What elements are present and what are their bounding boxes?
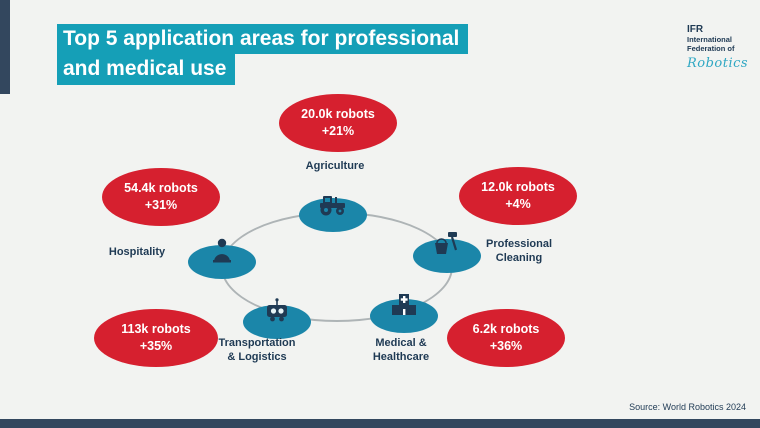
cleaning-icon xyxy=(433,232,461,263)
stat-bubble-hospitality: 54.4k robots +31% xyxy=(102,168,220,226)
source-note: Source: World Robotics 2024 xyxy=(629,402,746,412)
ifr-logo: IFR International Federation of Robotics xyxy=(687,24,757,71)
left-accent-bar xyxy=(0,0,10,94)
page-title: Top 5 application areas for professional… xyxy=(57,24,469,85)
stat-growth: +21% xyxy=(321,124,355,138)
stat-bubble-medical-healthcare: 6.2k robots +36% xyxy=(447,309,565,367)
stat-robots: 113k robots xyxy=(121,321,191,336)
label-line: Cleaning xyxy=(495,251,543,264)
hospital-icon xyxy=(391,292,417,323)
stat-bubble-agriculture: 20.0k robots +21% xyxy=(279,94,397,152)
label-transportation-logistics: Transportation & Logistics xyxy=(204,337,310,365)
title-line-2: and medical use xyxy=(57,54,236,85)
ifr-logo-name-1: International xyxy=(687,35,733,44)
label-agriculture: Agriculture xyxy=(283,160,387,174)
stat-robots: 20.0k robots xyxy=(301,106,375,121)
stat-robots: 54.4k robots xyxy=(124,180,198,195)
label-line: Transportation xyxy=(218,337,296,349)
title-line-1: Top 5 application areas for professional xyxy=(57,24,469,55)
stat-growth: +35% xyxy=(139,339,173,353)
stat-robots: 6.2k robots xyxy=(472,321,540,336)
node-hospitality xyxy=(188,238,256,279)
stat-growth: +36% xyxy=(489,339,523,353)
stat-robots: 12.0k robots xyxy=(481,179,555,194)
stat-growth: +4% xyxy=(505,197,531,211)
label-line: Healthcare xyxy=(372,350,430,363)
label-line: Hospitality xyxy=(108,246,166,258)
ifr-logo-name-2: Federation of xyxy=(687,44,735,54)
tractor-icon xyxy=(316,193,350,222)
label-line: & Logistics xyxy=(227,350,287,363)
ifr-logo-script: Robotics xyxy=(687,55,749,71)
node-professional-cleaning xyxy=(413,232,481,273)
label-medical-healthcare: Medical & Healthcare xyxy=(351,337,451,365)
stat-bubble-professional-cleaning: 12.0k robots +4% xyxy=(459,167,577,225)
stat-bubble-transportation-logistics: 113k robots +35% xyxy=(94,309,218,367)
node-transportation-logistics xyxy=(243,298,311,339)
label-line: Agriculture xyxy=(305,160,365,172)
node-medical-healthcare xyxy=(370,294,438,333)
label-line: Medical & xyxy=(375,337,427,349)
label-line: Professional xyxy=(485,238,553,250)
label-hospitality: Hospitality xyxy=(93,246,181,260)
node-agriculture xyxy=(299,196,367,232)
concierge-icon xyxy=(211,238,233,269)
delivery-robot-icon xyxy=(263,298,291,329)
stat-growth: +31% xyxy=(144,198,178,212)
ifr-logo-abbr: IFR xyxy=(687,24,704,35)
bottom-accent-bar xyxy=(0,419,760,428)
label-professional-cleaning: Professional Cleaning xyxy=(473,238,565,266)
